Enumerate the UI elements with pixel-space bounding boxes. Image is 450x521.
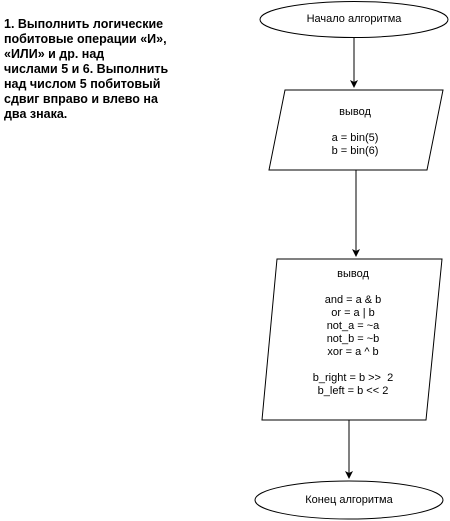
task-line: два знака. [4, 107, 68, 121]
task-line: числами 5 и 6. Выполнить [4, 62, 169, 76]
end-terminal [254, 480, 444, 520]
io1-line: a = bin(5) [331, 132, 379, 144]
io2-line: not_a = ~a [326, 320, 380, 332]
io2-line: or = a | b [331, 307, 375, 319]
io2-title: вывод [337, 268, 369, 280]
io-parallelogram-1 [268, 89, 444, 171]
start-label-text: Начало алгоритма [306, 13, 402, 25]
task-description: 1. Выполнить логические побитовые операц… [4, 17, 204, 122]
end-label: Конец алгоритма [255, 494, 443, 507]
end-label-text: Конец алгоритма [305, 494, 393, 506]
io2-line: b_right = b >> 2 [312, 372, 394, 384]
task-line: сдвиг вправо и влево на [4, 92, 158, 106]
start-label: Начало алгоритма [260, 13, 448, 26]
io1-spacer [280, 119, 430, 132]
task-line: побитовые операции «И», [4, 32, 167, 46]
task-line: над числом 5 побитовый [4, 77, 161, 91]
io2-spacer [273, 281, 433, 294]
io2-text: вывод and = a & b or = a | b not_a = ~a … [273, 268, 433, 398]
task-line: 1. Выполнить логические [4, 17, 164, 31]
task-line: «ИЛИ» и др. над [4, 47, 105, 61]
io2-line: not_b = ~b [326, 333, 380, 345]
io2-line: b_left = b << 2 [317, 385, 389, 397]
io1-text: вывод a = bin(5) b = bin(6) [280, 106, 430, 158]
io2-spacer [273, 359, 433, 372]
io2-line: xor = a ^ b [327, 346, 379, 358]
start-terminal [259, 1, 449, 38]
io2-line: and = a & b [324, 294, 382, 306]
io1-line: b = bin(6) [331, 145, 379, 157]
io1-title: вывод [339, 106, 371, 118]
io-parallelogram-2 [261, 258, 443, 421]
